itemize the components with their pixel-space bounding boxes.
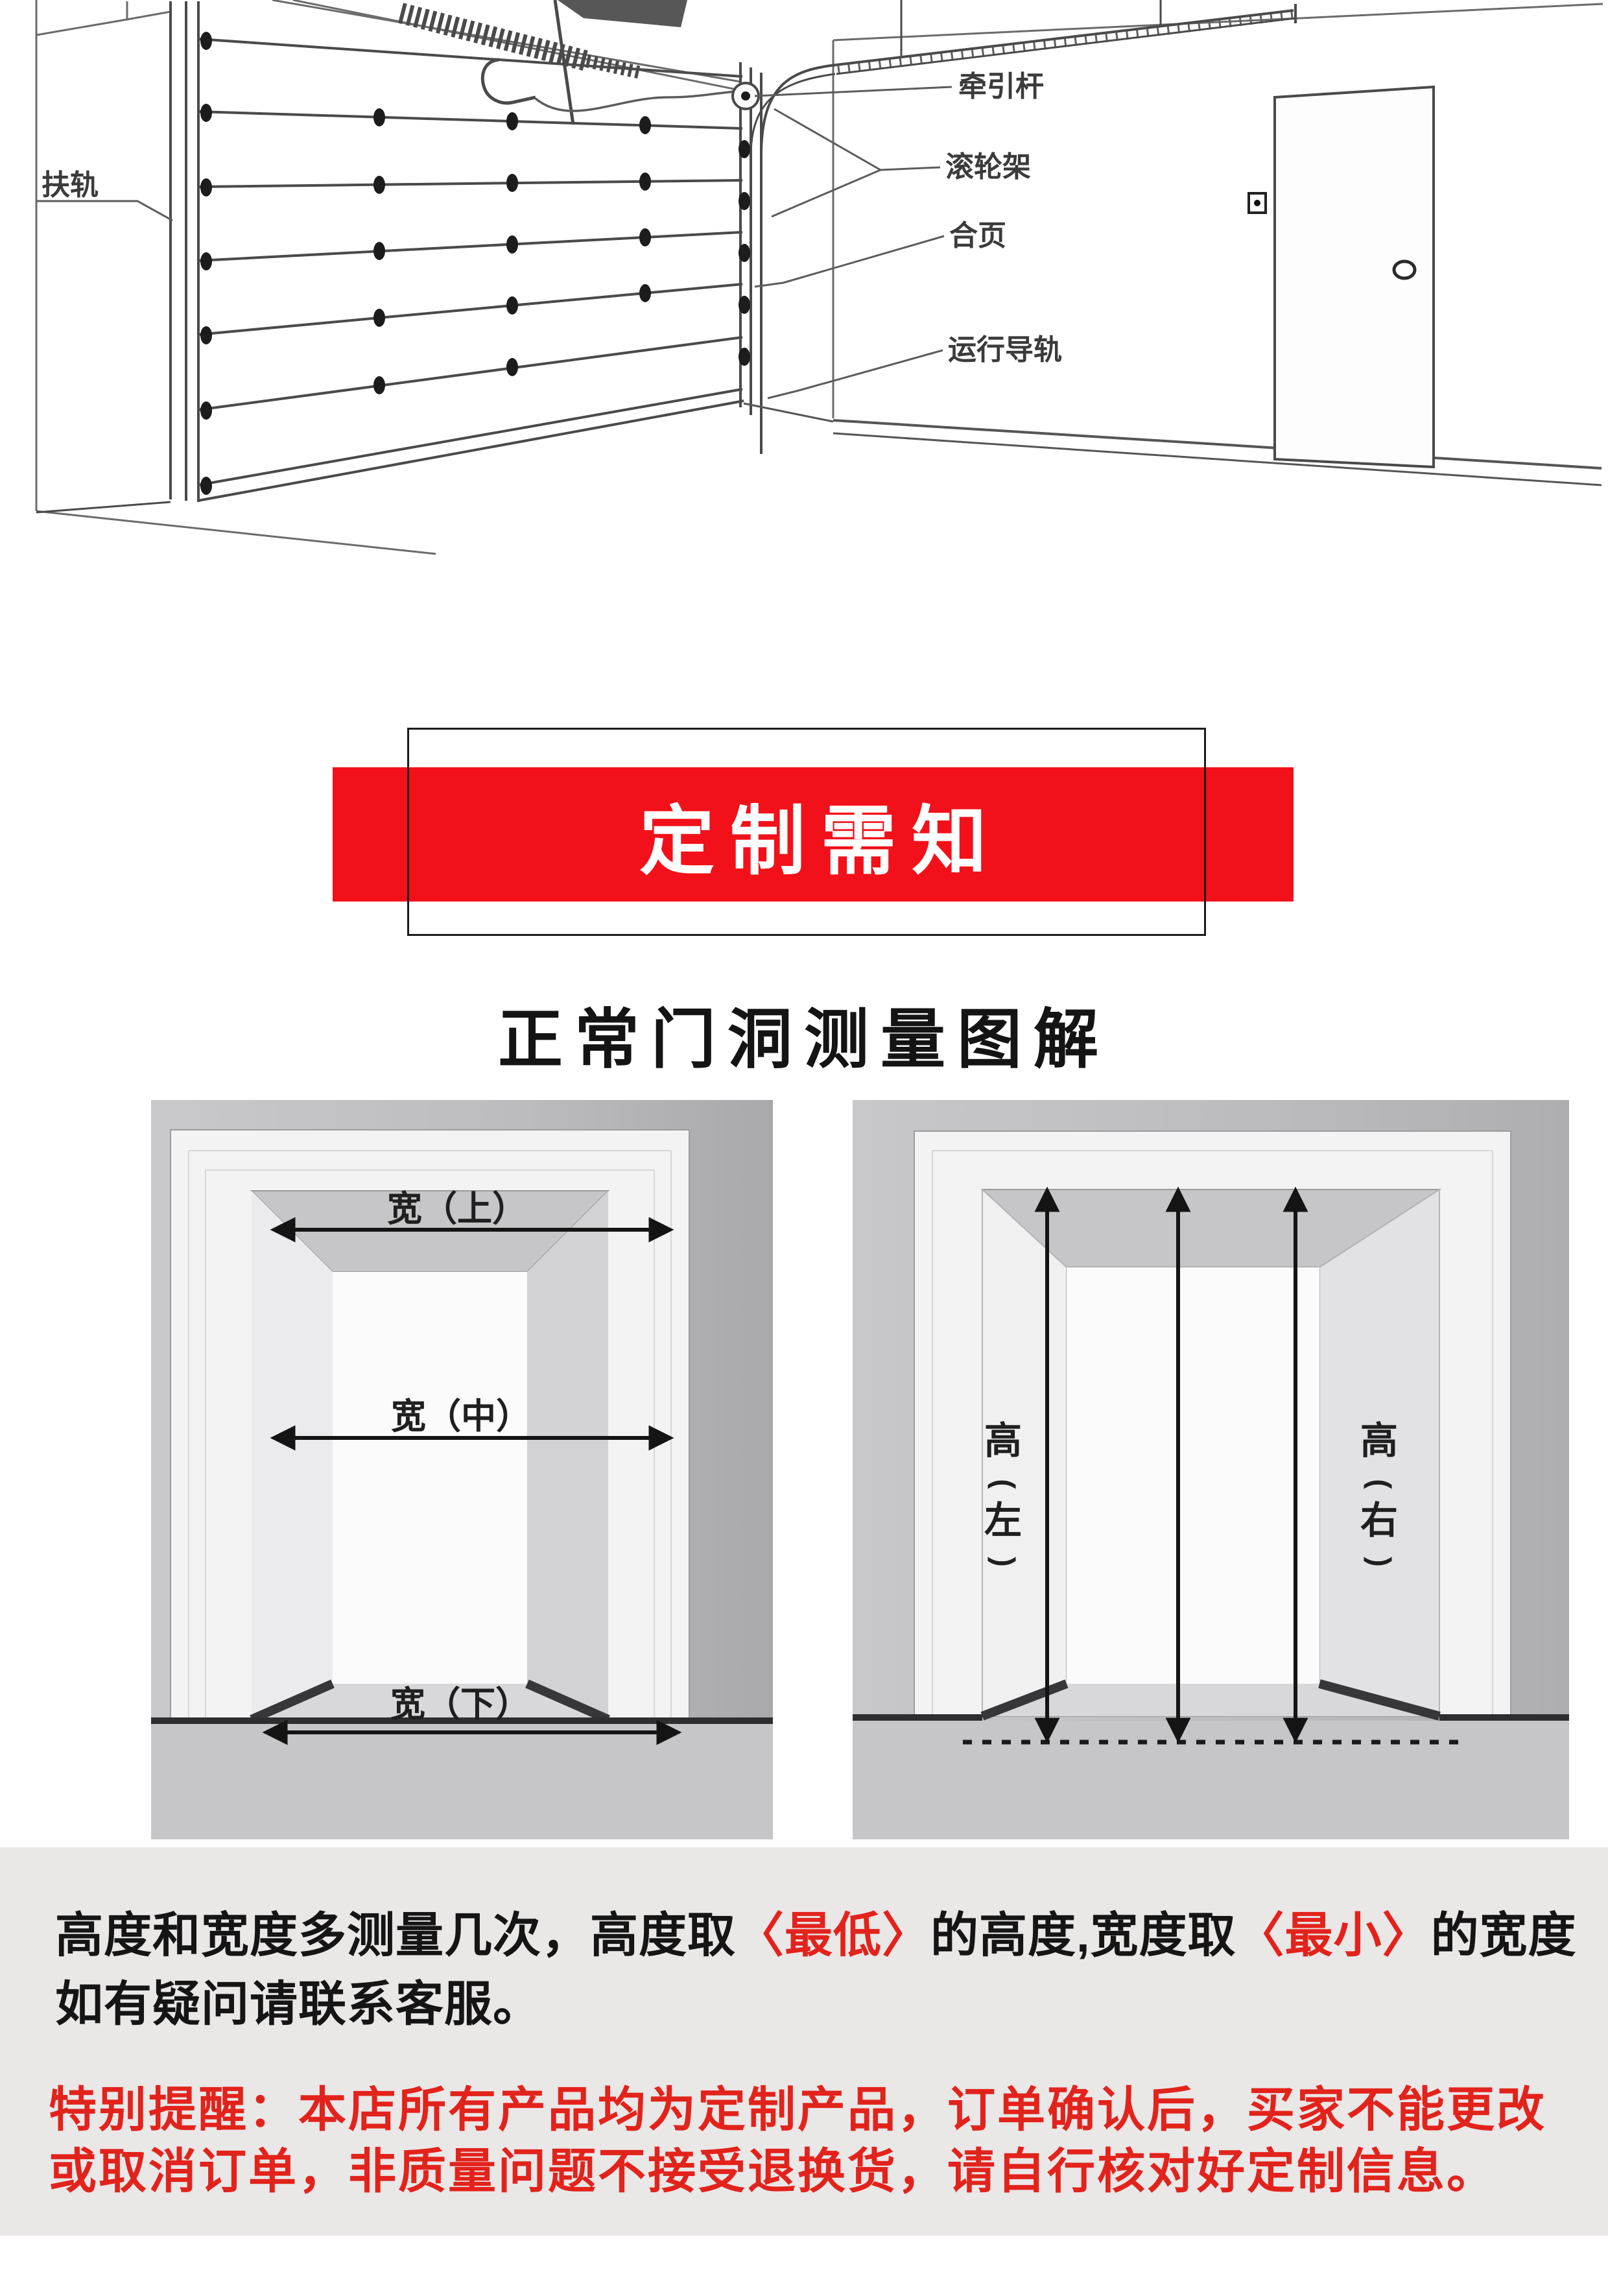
hinge-dot <box>373 176 385 194</box>
hinge-dot <box>506 358 518 376</box>
note-text: 的宽度 <box>1430 1908 1577 1962</box>
garage-door-panels <box>36 1 763 514</box>
width-label-top: 宽（上） <box>387 1190 527 1228</box>
opening-left-reveal <box>252 1191 333 1719</box>
height-label-right: 高 ( 右 ) <box>1360 1420 1398 1567</box>
door-knob-icon <box>1392 259 1417 280</box>
label-rail-left: 扶轨 <box>41 169 99 201</box>
note-line-2: 如有疑问请联系客服。 <box>55 1977 541 2031</box>
section-title: 正常门洞测量图解 <box>498 1003 1110 1076</box>
door-width-figure: 宽（上） 宽（中） 宽（下） <box>151 1100 773 1839</box>
light-switch-icon <box>1247 192 1267 214</box>
door-height-figure: 高 ( 左 ) 高 ( 右 ) <box>853 1100 1569 1839</box>
hinge-dot <box>373 108 385 126</box>
hinge-dot <box>506 235 518 254</box>
track-curve-inner <box>750 73 836 156</box>
leader-lines <box>36 86 952 400</box>
svg-text:(: ( <box>1364 1479 1397 1489</box>
floor <box>853 1721 1569 1839</box>
svg-text:): ) <box>1364 1557 1397 1566</box>
spring-hook <box>480 58 536 105</box>
hinge-dot <box>200 252 212 270</box>
floor <box>151 1724 773 1839</box>
hinge-dot <box>639 116 651 134</box>
hinge-dot <box>373 242 385 260</box>
hinge-dot <box>739 348 750 366</box>
hinge-dot <box>639 173 651 191</box>
hinge-dot <box>200 401 212 420</box>
hinge-dot <box>200 104 212 122</box>
notes-panel: 高度和宽度多测量几次，高度取〈最低〉的高度,宽度取〈最小〉的宽度 如有疑问请联系… <box>0 1847 1608 2236</box>
spring-coil-end <box>585 54 643 79</box>
hinge-dot <box>200 32 212 50</box>
banner-border-frame <box>407 728 1206 936</box>
svg-text:): ) <box>987 1557 1021 1566</box>
leader-traction-rod <box>754 86 952 97</box>
right-wall-top-edge <box>833 3 1603 42</box>
label-hinge: 合页 <box>949 220 1006 252</box>
width-label-middle: 宽（中） <box>391 1397 531 1436</box>
hinge-dots <box>200 32 750 495</box>
leader-roller-bracket <box>771 108 941 218</box>
hinge-dot <box>200 326 212 344</box>
spring-coil <box>398 3 589 71</box>
hinge-dot <box>739 296 750 314</box>
label-running-track: 运行导轨 <box>948 334 1062 366</box>
banner-title: 定制需知 <box>639 798 1002 883</box>
opening-floor <box>982 1684 1439 1716</box>
hinge-dot <box>506 174 518 192</box>
note-text: 高度和宽度多测量几次，高度取 <box>55 1908 736 1962</box>
note-highlight-smallest: 〈最小〉 <box>1236 1908 1431 1962</box>
support-rod <box>553 0 575 125</box>
baseboard-diagonals <box>250 1679 610 1724</box>
svg-text:高: 高 <box>984 1420 1022 1462</box>
warning-line-1: 特别提醒：本店所有产品均为定制产品，订单确认后，买家不能更改 <box>49 2083 1546 2136</box>
banner-red-band <box>333 767 1294 902</box>
spring-anchor-plate <box>558 0 687 27</box>
warning-line-2: 或取消订单，非质量问题不接受退换货，请自行核对好定制信息。 <box>49 2144 1496 2198</box>
opening-floor <box>252 1684 608 1719</box>
label-roller-bracket: 滚轮架 <box>945 151 1031 183</box>
hinge-dot <box>373 376 385 394</box>
hinge-dot <box>739 244 750 262</box>
svg-text:右: 右 <box>1360 1500 1398 1542</box>
svg-text:左: 左 <box>984 1500 1022 1542</box>
ceiling-rail <box>836 9 1294 66</box>
left-ceiling-edge <box>36 1 171 36</box>
garage-door-diagram: 扶轨 牵引杆 滚轮架 合页 运行导轨 <box>35 0 1603 555</box>
leader-hinge <box>754 235 945 288</box>
svg-text:高: 高 <box>1360 1420 1398 1462</box>
hinge-dot <box>373 309 385 327</box>
hinge-dot <box>506 296 518 315</box>
hinge-dot <box>506 112 518 130</box>
traction-cable <box>534 90 745 112</box>
leader-running-track <box>767 349 943 400</box>
leader-rail-left <box>36 200 173 222</box>
rail-ties <box>837 9 1295 75</box>
left-floor-edge <box>36 510 436 555</box>
hinge-dot <box>639 284 651 302</box>
hinge-dot <box>639 228 651 246</box>
opening-right-reveal <box>527 1191 608 1719</box>
hinge-dot <box>739 192 750 210</box>
pedestrian-door <box>1247 85 1435 469</box>
floor-baseboard <box>743 402 1602 486</box>
hinge-dot <box>200 178 212 197</box>
svg-text:(: ( <box>987 1479 1021 1489</box>
hinge-dot <box>200 477 212 495</box>
door-opening <box>1067 1267 1319 1684</box>
frame-molding-lines <box>932 1150 1493 1716</box>
door-opening <box>333 1272 527 1684</box>
width-label-bottom: 宽（下） <box>390 1685 530 1724</box>
note-line-1: 高度和宽度多测量几次，高度取〈最低〉的高度,宽度取〈最小〉的宽度 <box>55 1896 1577 1966</box>
note-text: 的高度,宽度取 <box>930 1908 1236 1962</box>
hinge-dot <box>739 140 750 158</box>
height-label-left: 高 ( 左 ) <box>984 1420 1022 1567</box>
torsion-spring-assembly <box>398 0 745 125</box>
track-curve-outer <box>760 64 837 156</box>
label-traction-rod: 牵引杆 <box>958 71 1044 102</box>
note-highlight-lowest: 〈最低〉 <box>736 1908 930 1962</box>
